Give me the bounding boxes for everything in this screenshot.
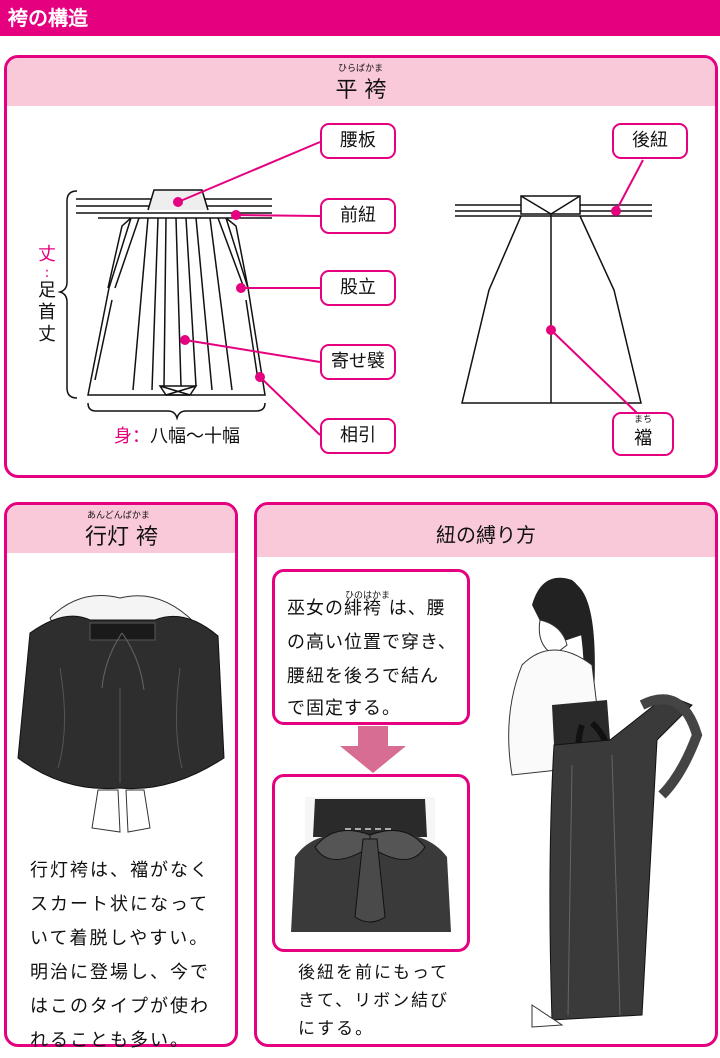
himo-caption-line-3: にする。 bbox=[298, 1019, 375, 1039]
hirabakama-title: 平 袴 bbox=[335, 78, 387, 103]
himo-caption-line-1: 後紐を前にもって bbox=[298, 963, 450, 983]
label-aibiki: 相引 bbox=[320, 418, 396, 454]
down-arrow-icon bbox=[340, 726, 406, 773]
hinohakama-ruby: ひのはかま bbox=[345, 591, 391, 601]
label-maehimo: 前紐 bbox=[320, 198, 396, 234]
himo-box-line-1: 巫女の緋袴 は、腰 bbox=[287, 598, 446, 619]
header-bar: 袴の構造 bbox=[0, 0, 720, 36]
width-value: 八幅〜十幅 bbox=[150, 426, 240, 447]
label-yosehida: 寄せ襞 bbox=[320, 344, 396, 380]
length-value: 足首丈 bbox=[38, 280, 56, 345]
length-dimension-label: 丈 : 足首丈 bbox=[35, 244, 59, 346]
himo-explanation-box: ひのはかま 巫女の緋袴 は、腰 の高い位置で穿き、 腰紐を後ろで結ん で固定する… bbox=[272, 569, 470, 725]
himo-box-line-4: で固定する。 bbox=[287, 698, 401, 719]
andonbakama-title: 行灯 袴 bbox=[85, 525, 158, 550]
andonbakama-panel: あんどんばかま 行灯 袴 bbox=[4, 502, 238, 1047]
label-momodachi: 股立 bbox=[320, 270, 396, 306]
shrine-maiden-illustration bbox=[508, 577, 703, 1028]
andonbakama-illustration bbox=[17, 595, 225, 833]
machi-ruby: まち bbox=[634, 415, 653, 425]
width-dimension-label: 身：八幅〜十幅 bbox=[114, 422, 240, 448]
label-ushirohimo: 後紐 bbox=[612, 123, 688, 159]
width-key: 身 bbox=[114, 426, 132, 447]
label-koshiita: 腰板 bbox=[320, 123, 396, 159]
page-title: 袴の構造 bbox=[8, 6, 88, 30]
hakama-front-illustration bbox=[57, 141, 652, 436]
hirabakama-title-band: ひらばかま 平 袴 bbox=[7, 58, 715, 106]
andonbakama-title-band: あんどんばかま 行灯 袴 bbox=[7, 505, 235, 553]
length-key: 丈 bbox=[38, 244, 56, 265]
himo-caption-line-2: きて、リボン結び bbox=[298, 991, 450, 1011]
length-colon: : bbox=[44, 265, 50, 281]
machi-text: 襠 bbox=[634, 428, 652, 449]
himo-title-band: 紐の縛り方 bbox=[257, 505, 715, 557]
width-colon: ： bbox=[132, 426, 150, 447]
andon-line-3: いて着脱しやすい。 bbox=[30, 928, 210, 949]
himo-box-line-3: 腰紐を後ろで結ん bbox=[287, 666, 439, 687]
label-machi: まち 襠 bbox=[612, 412, 674, 456]
andon-line-5: はこのタイプが使わ bbox=[30, 996, 210, 1017]
andon-line-1: 行灯袴は、襠がなく bbox=[30, 860, 210, 881]
himo-title: 紐の縛り方 bbox=[436, 523, 536, 547]
andonbakama-ruby: あんどんばかま bbox=[87, 511, 150, 521]
himo-ribbon-image-box bbox=[272, 774, 470, 952]
andon-line-4: 明治に登場し、今で bbox=[30, 962, 210, 983]
ribbon-knot-illustration bbox=[291, 797, 451, 932]
andon-line-6: れることも多い。 bbox=[30, 1030, 190, 1051]
hirabakama-ruby: ひらばかま bbox=[338, 64, 384, 74]
himo-box-line-2: の高い位置で穿き、 bbox=[287, 632, 457, 653]
andon-line-2: スカート状になって bbox=[30, 894, 210, 915]
